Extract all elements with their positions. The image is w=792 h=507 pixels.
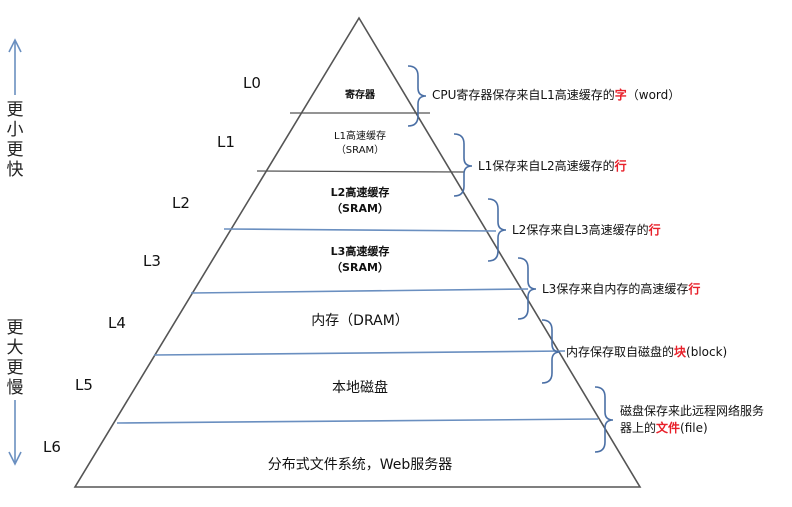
note-l4: 内存保存取自磁盘的块(block)	[566, 345, 728, 359]
tier-divider	[116, 418, 599, 424]
level-label-l6: L6	[43, 438, 61, 456]
note-l3: L3保存来自内存的高速缓存行	[542, 282, 701, 296]
level-label-l5: L5	[75, 376, 93, 394]
level-label-l1: L1	[217, 133, 235, 151]
tier-divider	[153, 350, 566, 356]
tier-l1-cache: L1高速缓存 （SRAM）	[334, 131, 386, 156]
slower-larger-label: 更 大 更 慢	[6, 318, 24, 398]
pyramid-outline	[73, 16, 642, 488]
brace	[517, 257, 537, 320]
tier-divider	[256, 170, 465, 173]
tier-l2-cache: L2高速缓存 （SRAM）	[330, 186, 390, 215]
arrow-up-head	[8, 38, 22, 53]
arrow-down-head	[8, 451, 22, 466]
brace	[453, 133, 473, 197]
brace	[487, 198, 507, 262]
note-l5: 磁盘保存来此远程网络服务 器上的文件(file)	[620, 404, 765, 435]
tier-registers: 寄存器	[345, 90, 375, 101]
tier-main-memory: 内存（DRAM）	[311, 313, 409, 329]
tier-remote-storage: 分布式文件系统，Web服务器	[267, 457, 453, 473]
brace	[541, 319, 561, 384]
note-l1: L1保存来自L2高速缓存的行	[478, 159, 627, 173]
brace	[407, 65, 427, 127]
brace	[594, 386, 614, 453]
level-label-l2: L2	[172, 194, 190, 212]
level-label-l4: L4	[108, 314, 126, 332]
tier-divider	[223, 228, 497, 232]
tier-l3-cache: L3高速缓存 （SRAM）	[330, 245, 390, 274]
note-l2: L2保存来自L3高速缓存的行	[512, 223, 661, 237]
level-label-l3: L3	[143, 252, 161, 270]
note-l0: CPU寄存器保存来自L1高速缓存的字（word）	[432, 88, 681, 102]
tier-divider	[190, 288, 529, 294]
level-label-l0: L0	[243, 74, 261, 92]
faster-smaller-label: 更 小 更 快	[6, 100, 24, 180]
tier-local-disk: 本地磁盘	[332, 380, 388, 396]
